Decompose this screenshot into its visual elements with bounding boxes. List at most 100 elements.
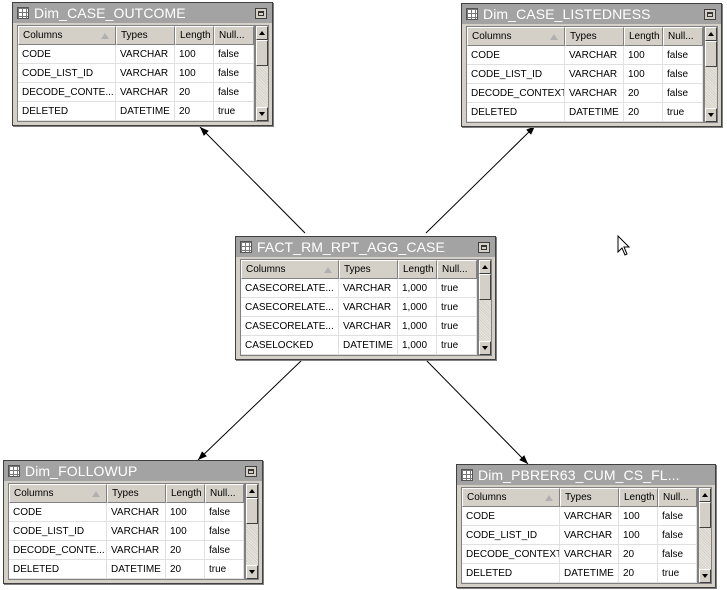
cell-length: 100 <box>175 45 214 63</box>
scroll-down-button[interactable] <box>246 565 258 579</box>
header-types[interactable]: Types <box>107 484 166 503</box>
columns-grid[interactable]: Columns Types Length Null... CASECORELAT… <box>240 259 478 356</box>
scroll-down-button[interactable] <box>705 108 717 122</box>
cell-type: VARCHAR <box>565 46 624 64</box>
minimize-icon[interactable] <box>478 241 490 253</box>
minimize-icon[interactable] <box>255 7 267 19</box>
minimize-icon[interactable] <box>245 465 257 477</box>
table-icon <box>240 241 252 253</box>
connector-fact-to-pbrer63[interactable] <box>425 359 529 465</box>
scroll-up-button[interactable] <box>256 26 268 40</box>
header-types[interactable]: Types <box>339 260 398 279</box>
header-columns[interactable]: Columns <box>241 260 339 279</box>
header-types[interactable]: Types <box>565 27 624 46</box>
vertical-scrollbar[interactable] <box>245 483 259 580</box>
minimize-icon[interactable] <box>704 8 716 20</box>
scroll-down-button[interactable] <box>699 569 711 583</box>
header-columns[interactable]: Columns <box>18 26 116 45</box>
cell-column: CODE_LIST_ID <box>462 526 560 544</box>
header-nullable[interactable]: Null... <box>214 26 254 45</box>
cell-column: CODE <box>18 45 116 63</box>
header-nullable[interactable]: Null... <box>437 260 477 279</box>
header-length[interactable]: Length <box>619 488 658 507</box>
scroll-up-button[interactable] <box>246 484 258 498</box>
vertical-scrollbar[interactable] <box>255 25 269 122</box>
header-length[interactable]: Length <box>166 484 205 503</box>
entity-dim-pbrer63-cum-cs-fl[interactable]: Dim_PBRER63_CUM_CS_FL... Columns Types L… <box>456 464 716 588</box>
header-nullable[interactable]: Null... <box>663 27 703 46</box>
scroll-thumb[interactable] <box>479 274 491 300</box>
header-nullable[interactable]: Null... <box>205 484 244 503</box>
entity-dim-case-listedness[interactable]: Dim_CASE_LISTEDNESS Columns Types Length… <box>461 3 722 127</box>
cell-nullable: false <box>214 45 254 63</box>
header-nullable[interactable]: Null... <box>658 488 697 507</box>
entity-dim-followup[interactable]: Dim_FOLLOWUP Columns Types Length Null..… <box>3 460 263 584</box>
entity-title-bar[interactable]: Dim_CASE_LISTEDNESS <box>462 4 721 24</box>
scroll-thumb[interactable] <box>699 502 711 528</box>
scroll-up-button[interactable] <box>705 27 717 41</box>
arrow-down-icon <box>249 570 255 574</box>
cell-column: CODE <box>467 46 565 64</box>
cell-nullable: true <box>437 279 477 297</box>
entity-title-bar[interactable]: FACT_RM_RPT_AGG_CASE <box>236 237 495 257</box>
vertical-scrollbar[interactable] <box>704 26 718 123</box>
entity-title-bar[interactable]: Dim_FOLLOWUP <box>4 461 262 481</box>
connector-fact-to-followup[interactable] <box>197 359 303 461</box>
scroll-down-button[interactable] <box>479 341 491 355</box>
scroll-up-button[interactable] <box>479 260 491 274</box>
scroll-up-button[interactable] <box>699 488 711 502</box>
header-columns[interactable]: Columns <box>9 484 107 503</box>
scroll-thumb[interactable] <box>246 498 258 524</box>
scroll-thumb[interactable] <box>256 40 268 66</box>
header-length[interactable]: Length <box>398 260 437 279</box>
header-columns[interactable]: Columns <box>462 488 560 507</box>
scroll-thumb[interactable] <box>705 41 717 67</box>
cell-length: 100 <box>619 526 658 544</box>
entity-fact-rm-rpt-agg-case[interactable]: FACT_RM_RPT_AGG_CASE Columns Types Lengt… <box>235 236 496 360</box>
entity-dim-case-outcome[interactable]: Dim_CASE_OUTCOME Columns Types Length Nu… <box>12 2 273 126</box>
entity-title-bar[interactable]: Dim_PBRER63_CUM_CS_FL... <box>457 465 715 485</box>
header-length[interactable]: Length <box>175 26 214 45</box>
connector-fact-to-case-listedness[interactable] <box>425 125 536 234</box>
sort-ascending-icon <box>550 33 558 40</box>
header-columns[interactable]: Columns <box>467 27 565 46</box>
header-types[interactable]: Types <box>560 488 619 507</box>
cell-column: DELETED <box>467 103 565 121</box>
connector-fact-to-case-outcome[interactable] <box>199 126 306 234</box>
cell-length: 20 <box>619 564 658 582</box>
cell-type: VARCHAR <box>339 298 398 316</box>
table-icon <box>17 7 29 19</box>
scroll-down-button[interactable] <box>256 107 268 121</box>
header-length[interactable]: Length <box>624 27 663 46</box>
cell-length: 20 <box>624 103 663 121</box>
grid-header: Columns Types Length Null... <box>241 260 477 279</box>
entity-title-bar[interactable]: Dim_CASE_OUTCOME <box>13 3 272 23</box>
header-types[interactable]: Types <box>116 26 175 45</box>
vertical-scrollbar[interactable] <box>478 259 492 356</box>
vertical-scrollbar[interactable] <box>698 487 712 584</box>
